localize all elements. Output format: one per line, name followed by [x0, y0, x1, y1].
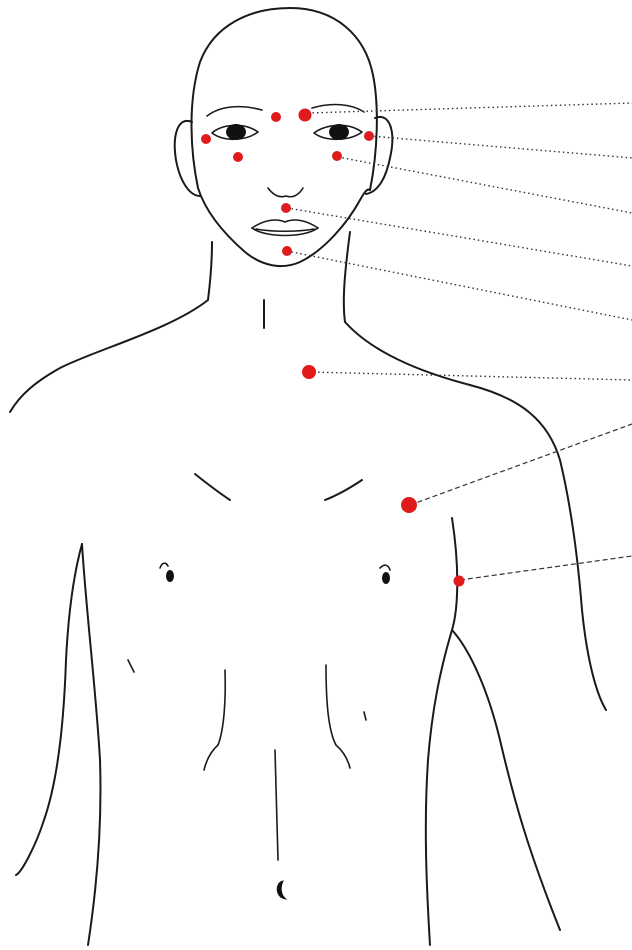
point-collarbone[interactable]: [302, 365, 316, 379]
point-chin[interactable]: [282, 246, 292, 256]
leader-line-3: [338, 157, 632, 213]
leader-lines: [287, 103, 632, 580]
leader-line-5: [287, 251, 632, 320]
mouth: [252, 220, 318, 236]
left-eye: [212, 124, 258, 140]
right-eyebrow: [312, 105, 364, 112]
point-under-eye-left[interactable]: [233, 152, 243, 162]
point-between-eyebrows[interactable]: [299, 109, 312, 122]
left-eyebrow: [207, 107, 262, 116]
point-under-eye-right[interactable]: [332, 151, 342, 161]
point-chest[interactable]: [401, 497, 417, 513]
point-outer-eye-right[interactable]: [364, 131, 374, 141]
leader-line-4: [287, 208, 632, 266]
point-upper-lip[interactable]: [281, 203, 291, 213]
point-armpit[interactable]: [454, 576, 465, 587]
leader-line-7: [410, 424, 632, 505]
nose: [268, 188, 303, 197]
leader-line-6: [309, 372, 632, 380]
right-eye: [314, 124, 362, 140]
navel: [278, 882, 284, 898]
point-inner-brow-right[interactable]: [271, 112, 281, 122]
point-outer-eye-left[interactable]: [201, 134, 211, 144]
leader-line-8: [460, 556, 632, 580]
torso-outline: [16, 460, 606, 945]
points-layer: [201, 109, 465, 587]
leader-line-2: [370, 136, 632, 158]
